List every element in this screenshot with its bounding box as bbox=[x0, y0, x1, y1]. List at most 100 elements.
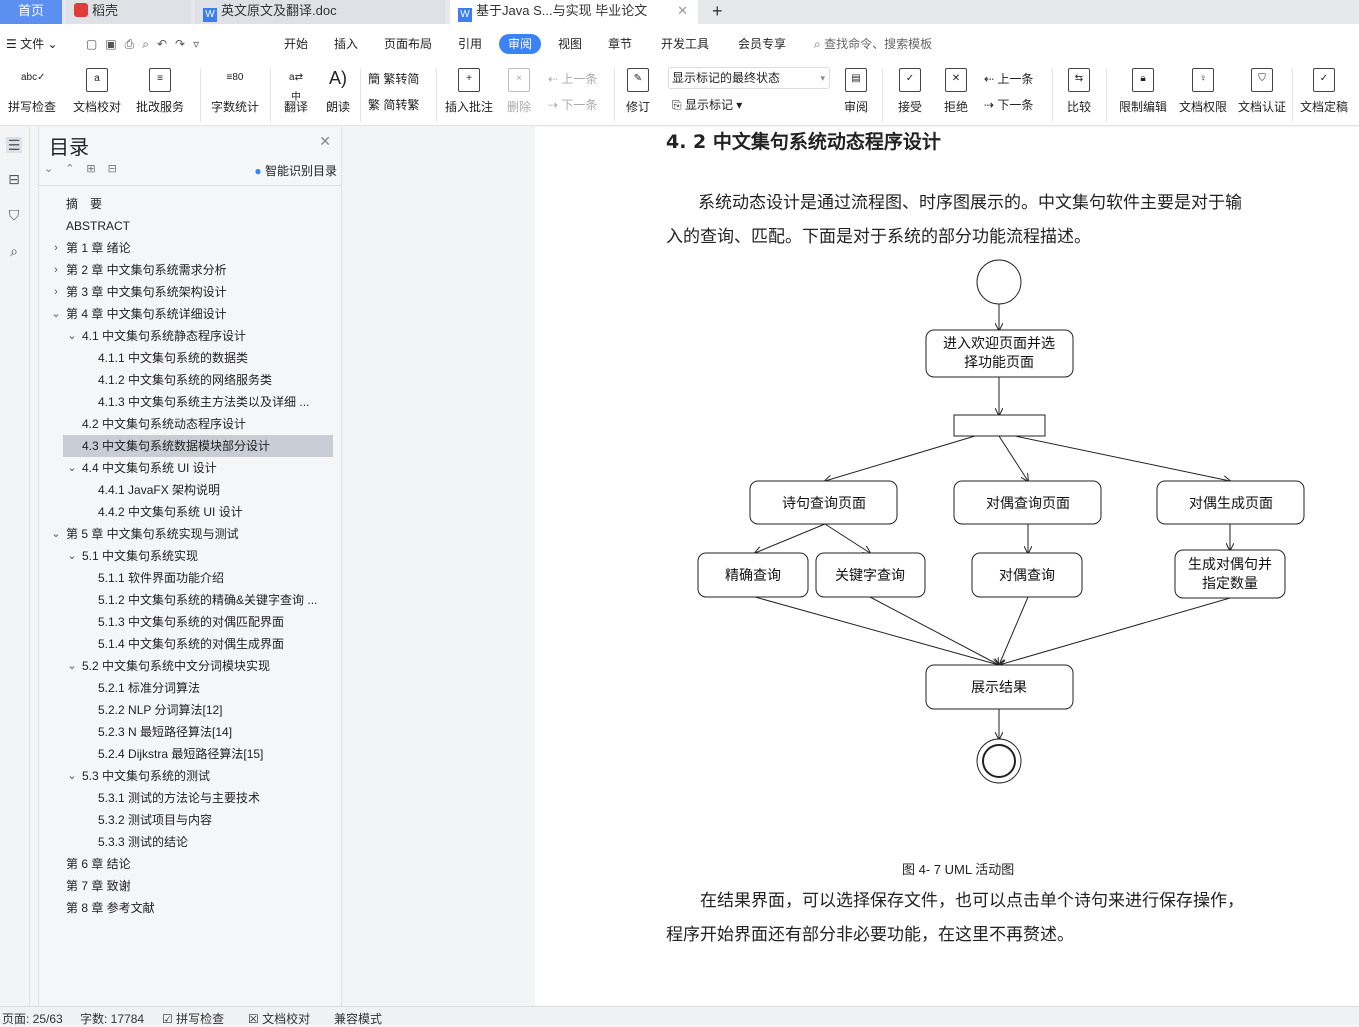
toc-item[interactable]: ›第 2 章 中文集句系统需求分析 bbox=[39, 259, 333, 281]
toc-item[interactable]: 5.2.1 标准分词算法 bbox=[39, 677, 333, 699]
toc-item[interactable]: 5.3.1 测试的方法论与主要技术 bbox=[39, 787, 333, 809]
smart-toc-button[interactable]: ● 智能识别目录 bbox=[254, 162, 337, 179]
navigation-icon[interactable]: ⊟ bbox=[8, 171, 20, 187]
toc-item[interactable]: ⌄5.1 中文集句系统实现 bbox=[39, 545, 333, 567]
menu-review[interactable]: 审阅 bbox=[499, 34, 542, 54]
chevron-down-icon[interactable]: ⌄ bbox=[67, 462, 77, 474]
chevron-right-icon[interactable]: › bbox=[54, 264, 58, 276]
spell-check-toggle[interactable]: ☑ 拼写检查 bbox=[162, 1010, 224, 1027]
menu-view[interactable]: 视图 bbox=[558, 37, 583, 51]
compare-button[interactable]: ⇆比较 bbox=[1060, 68, 1098, 115]
page-count[interactable]: 页面: 25/63 bbox=[2, 1012, 63, 1026]
toc-item[interactable]: ABSTRACT bbox=[39, 215, 333, 237]
track-changes-button[interactable]: ✎修订 bbox=[620, 68, 656, 115]
toc-expand-collapse-controls[interactable]: ⌄⌃⊞⊟ bbox=[44, 163, 129, 175]
quick-access-toolbar[interactable]: ▢▣⎙⌕↶↷▿ bbox=[86, 37, 208, 51]
toc-item[interactable]: ⌄4.4 中文集句系统 UI 设计 bbox=[39, 457, 333, 479]
simp-to-trad-button[interactable]: 繁 简转繁 bbox=[368, 98, 420, 112]
toc-item[interactable]: ›第 3 章 中文集句系统架构设计 bbox=[39, 281, 333, 303]
next-change-button[interactable]: ⇢ 下一条 bbox=[984, 98, 1034, 112]
toc-item[interactable]: ›第 1 章 绪论 bbox=[39, 237, 333, 259]
prev-comment-button[interactable]: ⇠ 上一条 bbox=[548, 72, 598, 86]
toc-item[interactable]: 摘 要 bbox=[39, 193, 333, 215]
chevron-down-icon[interactable]: ⌄ bbox=[51, 528, 61, 540]
toc-item[interactable]: 第 8 章 参考文献 bbox=[39, 897, 333, 919]
chevron-down-icon[interactable]: ⌄ bbox=[67, 660, 77, 672]
markup-view-select[interactable]: 显示标记的最终状态▾ bbox=[668, 67, 830, 89]
menu-start[interactable]: 开始 bbox=[284, 37, 309, 51]
toc-item[interactable]: ⌄第 4 章 中文集句系统详细设计 bbox=[39, 303, 333, 325]
toc-item[interactable]: 5.1.1 软件界面功能介绍 bbox=[39, 567, 333, 589]
restrict-editing-button[interactable]: 🔒︎限制编辑 bbox=[1116, 68, 1170, 115]
toc-item[interactable]: ⌄5.2 中文集句系统中文分词模块实现 bbox=[39, 655, 333, 677]
file-menu[interactable]: ☰ 文件 ⌄ bbox=[6, 37, 58, 51]
chevron-right-icon[interactable]: › bbox=[54, 286, 58, 298]
toc-item[interactable]: 5.2.4 Dijkstra 最短路径算法[15] bbox=[39, 743, 333, 765]
doc-permission-button[interactable]: ♀文档权限 bbox=[1176, 68, 1230, 115]
toc-item[interactable]: 4.3 中文集句系统数据模块部分设计 bbox=[63, 435, 333, 457]
chevron-down-icon[interactable]: ⌄ bbox=[67, 330, 77, 342]
toc-item[interactable]: 5.1.3 中文集句系统的对偶匹配界面 bbox=[39, 611, 333, 633]
menu-layout[interactable]: 页面布局 bbox=[384, 37, 433, 51]
toc-panel-icon[interactable]: ☰ bbox=[6, 137, 22, 153]
toc-item[interactable]: 5.3.3 测试的结论 bbox=[39, 831, 333, 853]
node-couplet-query bbox=[971, 552, 1083, 598]
toc-item[interactable]: 5.3.2 测试项目与内容 bbox=[39, 809, 333, 831]
chevron-down-icon[interactable]: ⌄ bbox=[67, 550, 77, 562]
toc-item[interactable]: ⌄5.3 中文集句系统的测试 bbox=[39, 765, 333, 787]
delete-comment-button[interactable]: ×删除 bbox=[500, 68, 538, 115]
toc-item[interactable]: 4.1.2 中文集句系统的网络服务类 bbox=[39, 369, 333, 391]
new-tab-button[interactable]: + bbox=[712, 1, 723, 21]
trad-to-simp-button[interactable]: 簡 繁转简 bbox=[368, 72, 420, 86]
tab-home[interactable]: 首页 bbox=[0, 0, 62, 24]
command-search[interactable]: ⌕ 查找命令、搜索模板 bbox=[814, 34, 932, 54]
next-comment-button[interactable]: ⇢ 下一条 bbox=[548, 98, 598, 112]
comment-plus-icon: + bbox=[458, 68, 480, 92]
tab-docer[interactable]: 稻壳 bbox=[66, 0, 191, 24]
reject-button[interactable]: ✕拒绝 bbox=[938, 68, 974, 115]
menu-insert[interactable]: 插入 bbox=[334, 37, 359, 51]
doc-certify-button[interactable]: ⛉文档认证 bbox=[1235, 68, 1289, 115]
menu-references[interactable]: 引用 bbox=[458, 37, 483, 51]
toc-item[interactable]: 4.2 中文集句系统动态程序设计 bbox=[39, 413, 333, 435]
toc-item[interactable]: 第 6 章 结论 bbox=[39, 853, 333, 875]
toc-item[interactable]: 5.1.2 中文集句系统的精确&关键字查询 ... bbox=[39, 589, 333, 611]
finalize-doc-button[interactable]: ✓文档定稿 bbox=[1297, 68, 1351, 115]
spell-check-button[interactable]: abc✓拼写检查 bbox=[2, 68, 62, 115]
translate-button[interactable]: a⇄中翻译 bbox=[276, 68, 316, 115]
word-count[interactable]: 字数: 17784 bbox=[80, 1012, 145, 1026]
bookmark-icon[interactable]: ⛉ bbox=[8, 207, 20, 223]
read-aloud-button[interactable]: A)朗读 bbox=[322, 68, 354, 115]
toc-item[interactable]: 5.2.2 NLP 分词算法[12] bbox=[39, 699, 333, 721]
doc-proof-toggle[interactable]: ☒ 文档校对 bbox=[248, 1010, 310, 1027]
close-icon[interactable]: ✕ bbox=[677, 3, 688, 18]
chevron-right-icon[interactable]: › bbox=[54, 242, 58, 254]
chevron-down-icon[interactable]: ⌄ bbox=[51, 308, 61, 320]
toc-item[interactable]: 4.4.2 中文集句系统 UI 设计 bbox=[39, 501, 333, 523]
review-pane-button[interactable]: ▤审阅 bbox=[838, 68, 874, 115]
search-icon[interactable]: ⌕ bbox=[10, 243, 18, 259]
toc-item[interactable]: 4.1.1 中文集句系统的数据类 bbox=[39, 347, 333, 369]
accept-button[interactable]: ✓接受 bbox=[892, 68, 928, 115]
search-icon: ⌕ bbox=[814, 37, 821, 51]
correction-service-button[interactable]: ≡批改服务 bbox=[130, 68, 190, 115]
toc-item[interactable]: 4.4.1 JavaFX 架构说明 bbox=[39, 479, 333, 501]
prev-change-button[interactable]: ⇠ 上一条 bbox=[984, 72, 1034, 86]
chevron-down-icon[interactable]: ⌄ bbox=[67, 770, 77, 782]
close-icon[interactable]: ✕ bbox=[319, 133, 331, 149]
menu-chapter[interactable]: 章节 bbox=[608, 37, 633, 51]
show-markup-button[interactable]: ⎘ 显示标记 ▾ bbox=[672, 98, 743, 112]
toc-item[interactable]: 5.2.3 N 最短路径算法[14] bbox=[39, 721, 333, 743]
insert-comment-button[interactable]: +插入批注 bbox=[442, 68, 496, 115]
menu-member[interactable]: 会员专享 bbox=[738, 37, 787, 51]
toc-item[interactable]: ⌄第 5 章 中文集句系统实现与测试 bbox=[39, 523, 333, 545]
menu-devtools[interactable]: 开发工具 bbox=[661, 37, 710, 51]
toc-item[interactable]: 4.1.3 中文集句系统主方法类以及详细 ... bbox=[39, 391, 333, 413]
toc-item[interactable]: 5.1.4 中文集句系统的对偶生成界面 bbox=[39, 633, 333, 655]
toc-item[interactable]: 第 7 章 致谢 bbox=[39, 875, 333, 897]
toc-item[interactable]: ⌄4.1 中文集句系统静态程序设计 bbox=[39, 325, 333, 347]
